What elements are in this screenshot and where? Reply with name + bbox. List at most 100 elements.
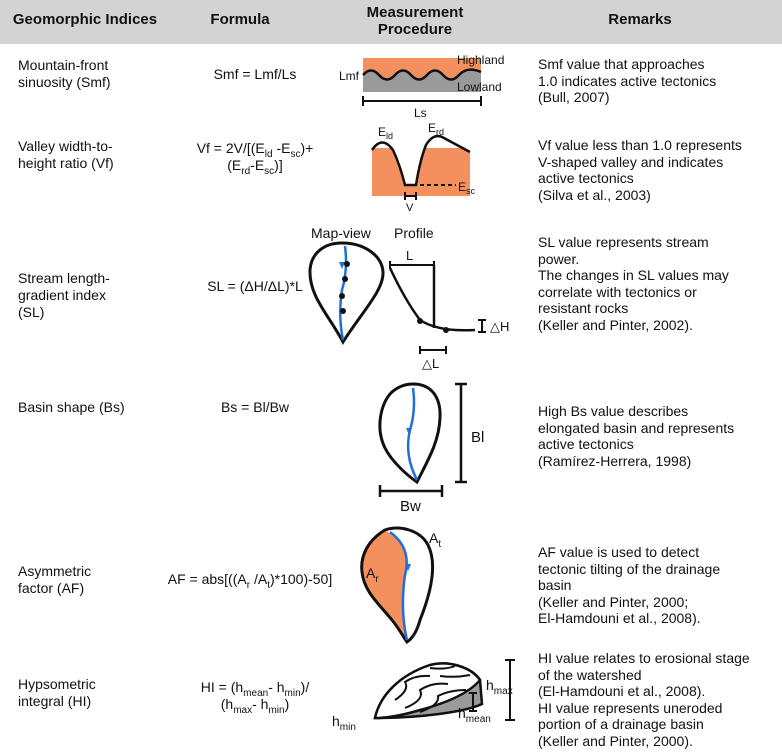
formula-sl: SL = (ΔH/ΔL)*L <box>207 278 303 294</box>
sl-point <box>342 276 348 282</box>
formula-sub: r <box>246 579 251 591</box>
formula-part: )*100)-50] <box>269 571 333 587</box>
remarks-bs: High Bs value describes elongated basin … <box>538 403 778 469</box>
remark-line: basin <box>538 577 572 593</box>
remark-line: HI value relates to erosional stage <box>538 650 750 666</box>
remark-line: (Keller and Pinter, 2000; <box>538 593 689 610</box>
formula-bs: Bs = Bl/Bw <box>220 399 290 415</box>
formula-part: Vf = 2V/[(E <box>196 140 265 156</box>
sl-point <box>340 308 346 314</box>
remark-line: AF value is used to detect <box>538 544 700 560</box>
formula-sub: rd <box>241 165 251 177</box>
index-text: Stream length- <box>18 270 110 286</box>
hi-contours <box>394 665 471 713</box>
formula-sub: ld <box>264 148 273 160</box>
formula-sub: min <box>284 687 301 699</box>
label-map-view: Map-view <box>311 225 372 241</box>
header-formula: Formula <box>210 11 270 28</box>
vf-diagram: Eld Erd Esc V <box>370 121 476 214</box>
label-l: L <box>406 248 413 263</box>
formula-part: AF = abs[((A <box>167 571 247 587</box>
remarks-hi: HI value relates to erosional stage of t… <box>538 650 778 749</box>
formula-part: )+ <box>300 140 314 156</box>
index-bs: Basin shape (Bs) <box>18 399 125 415</box>
header-measurement: Measurement <box>366 4 464 21</box>
sl-basin-outline <box>308 241 385 345</box>
label-bl: Bl <box>471 429 484 446</box>
label-highland: Highland <box>457 53 504 67</box>
index-sl: Stream length- gradient index (SL) <box>18 270 168 321</box>
remark-line: correlate with tectonics or <box>538 283 697 300</box>
measurement-figures: Lmf Highland Lowland Ls Eld Erd Esc V Ma… <box>308 53 515 733</box>
remark-line: active tectonics <box>538 170 634 186</box>
remark-line: portion of a drainage basin <box>538 716 704 732</box>
valley-profile <box>370 134 471 187</box>
formula-part: (h <box>220 696 234 712</box>
formula-sub: max <box>233 704 253 716</box>
remarks-sl: SL value represents stream power. The ch… <box>538 234 778 333</box>
remark-line: (Silva et al., 2003) <box>538 186 651 203</box>
index-af: Asymmetric factor (AF) <box>18 563 168 597</box>
remark-line: HI value represents uneroded <box>538 699 723 716</box>
header-geomorphic-indices: Geomorphic Indices <box>12 11 158 28</box>
label-at: At <box>429 530 441 550</box>
remark-line: Smf value that approaches <box>538 56 705 72</box>
label-profile: Profile <box>394 225 434 241</box>
formula-sub: sc <box>290 148 301 160</box>
valley-sky <box>372 136 470 185</box>
index-text: Asymmetric <box>18 563 92 579</box>
remark-line: El-Hamdouni et al., 2008). <box>538 610 701 626</box>
remarks-smf: Smf value that approaches 1.0 indicates … <box>538 56 778 106</box>
mountain-front-line <box>362 68 482 81</box>
remark-line: power. <box>538 250 580 267</box>
formula-part: HI = (h <box>200 679 244 695</box>
index-text: integral (HI) <box>18 693 92 709</box>
header-measurement-procedure: Measurement Procedure <box>340 4 490 38</box>
label-v: V <box>406 202 414 214</box>
remark-line: tectonic tilting of the drainage <box>538 560 721 577</box>
af-stream <box>389 530 409 641</box>
formula-part: -E <box>250 157 265 173</box>
smf-diagram: Lmf Highland Lowland Ls <box>339 53 504 120</box>
formula-smf: Smf = Lmf/Ls <box>213 66 297 82</box>
bs-flow-arrow-icon <box>406 428 412 435</box>
remark-line: (El-Hamdouni et al., 2008). <box>538 683 706 699</box>
header-remarks: Remarks <box>608 11 672 28</box>
af-diagram: At Ar <box>360 526 441 645</box>
index-text: (SL) <box>18 304 45 320</box>
remark-line: of the watershed <box>538 666 642 683</box>
remark-line: active tectonics <box>538 436 634 452</box>
remark-line: The changes in SL values may <box>538 267 729 283</box>
remarks-vf: Vf value less than 1.0 represents V-shap… <box>538 137 778 203</box>
formula-sub: mean <box>243 687 269 699</box>
label-hmean: hmean <box>458 705 491 725</box>
index-smf: Mountain-front sinuosity (Smf) <box>18 57 168 91</box>
sl-stream <box>339 245 348 341</box>
remark-line: (Ramírez-Herrera, 1998) <box>538 452 692 469</box>
index-text: height ratio (Vf) <box>18 155 114 171</box>
profile-point <box>443 327 449 333</box>
remark-line: elongated basin and represents <box>538 419 735 436</box>
label-hmin: hmin <box>332 713 356 733</box>
profile-point <box>417 318 423 324</box>
label-bw: Bw <box>400 498 421 515</box>
label-erd: Erd <box>428 121 444 137</box>
sl-point <box>339 293 345 299</box>
formula-part: )] <box>274 157 283 173</box>
formula-part: -E <box>272 140 291 156</box>
remark-line: (Keller and Pinter, 2002). <box>538 316 693 333</box>
index-vf: Valley width-to- height ratio (Vf) <box>18 138 168 172</box>
lowland-area <box>363 69 481 92</box>
formula-part: ) <box>284 696 290 712</box>
label-delta-l: △L <box>422 356 439 371</box>
af-flow-arrow-icon <box>405 564 411 571</box>
highland-area <box>363 58 481 78</box>
formula-sub: sc <box>264 165 275 177</box>
index-text: factor (AF) <box>18 580 85 596</box>
label-esc: Esc <box>458 180 476 196</box>
index-text: Mountain-front <box>18 57 109 73</box>
remark-line: (Keller and Pinter, 2000). <box>538 732 693 749</box>
sl-point <box>344 261 350 267</box>
remark-line: 1.0 indicates active tectonics <box>538 72 717 89</box>
formula-sub: t <box>267 579 270 591</box>
